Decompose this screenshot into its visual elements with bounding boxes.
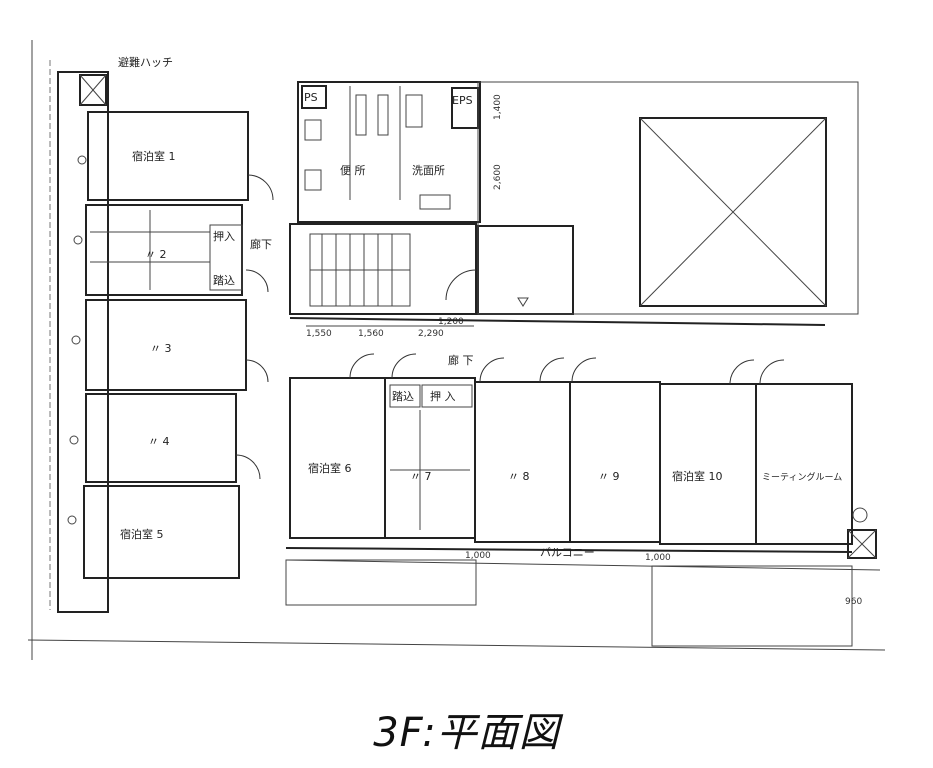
dim-1000-b: 1,000 [645,553,671,563]
corridor-label: 廊 下 [448,353,474,367]
door-arc-room-3 [245,359,269,383]
door-arc-room-8 [479,357,505,383]
room-6-label: 宿泊室 6 [308,461,352,475]
room-4-label: 〃 4 [148,435,170,448]
evacuation-hatch-east [847,529,877,559]
room-1 [87,111,249,201]
dim-2290: 2,290 [418,329,444,339]
toilet-fixture [304,169,322,191]
toilet-label: 便 所 [340,164,366,177]
room-2-label: 〃 2 [145,248,167,261]
elevator-hall [477,225,574,315]
room-3-label: 〃 3 [150,342,172,355]
hatch-cross-b [79,74,107,106]
door-arc-room-10 [729,359,755,385]
dim-1000-a: 1,000 [465,551,491,561]
toilet-washroom-block [297,81,481,223]
room-8 [474,381,571,543]
door-arc-stair [445,269,477,301]
washroom-label: 洗面所 [412,164,445,177]
floor-plan: 避難ハッチ 宿泊室 1 〃 2 〃 3 〃 4 宿泊室 5 押入 踏込 廊下 P… [27,40,886,660]
door-arc-room-9a [539,357,565,383]
balcony-lower-east [651,565,853,647]
room-8-label: 〃 8 [508,470,530,483]
dim-1550: 1,550 [306,329,332,339]
stair-hall [289,223,477,315]
ps-label: PS [304,91,318,104]
door-arc-room-4 [235,454,261,480]
oshiire-west [209,224,243,291]
oshiire-east [421,384,473,408]
meeting-room-label: ミーティングルーム [762,471,842,483]
room-9 [569,381,661,543]
atrium-void [639,117,827,307]
floor-plan-caption: 3F:平面図 [373,710,560,756]
down-arrow [517,297,529,307]
corridor-label-west: 廊下 [250,237,272,251]
fumikomi-east [389,384,421,408]
door-arc-room-1 [247,174,274,201]
fumikomi-label-1: 踏込 [213,273,235,287]
marker [73,235,83,245]
toilet-fixture [304,119,322,141]
oshiire-label-1: 押入 [213,229,235,243]
dim-960: 960 [845,597,862,607]
door-arc-room-7 [391,353,417,379]
balcony-wall [285,547,853,553]
balcony-edge [285,559,881,571]
fumikomi-label-2: 踏込 [392,389,414,403]
room-6 [289,377,386,539]
marker [67,515,77,525]
room-1-label: 宿泊室 1 [132,149,176,163]
marker [77,155,87,165]
door-arc-room-6 [349,353,375,379]
room-7-label: 〃 7 [410,470,432,483]
balcony-lower-west [285,559,477,606]
door-arc-room-2 [245,269,269,293]
west-exterior-wall [57,71,109,613]
room-5-label: 宿泊室 5 [120,527,164,541]
sink-fixture [405,94,423,128]
dim-2600: 2,600 [493,164,503,190]
evacuation-hatch [79,74,107,106]
door-arc-room-9b [571,357,597,383]
urinal-fixture [355,94,367,136]
dim-1560: 1,560 [358,329,384,339]
dim-1200: 1,200 [438,317,464,327]
room-4 [85,393,237,483]
basin-counter [419,194,451,210]
oshiire-label-2: 押 入 [430,389,456,403]
marker [71,335,81,345]
urinal-fixture [377,94,389,136]
roof-outline [477,81,859,315]
drain-symbol [852,507,868,523]
bottom-border-line [27,639,886,651]
room-9-label: 〃 9 [598,470,620,483]
room-3 [85,299,247,391]
meeting-room [755,383,853,545]
room-10 [659,383,757,545]
corridor-wall-north [289,317,826,326]
hatch-cross-east-b [847,529,877,559]
balcony-label: バルコニー [540,546,595,559]
room-10-label: 宿泊室 10 [672,469,723,483]
dim-1400: 1,400 [493,94,503,120]
door-arc-meeting [759,359,785,385]
marker [69,435,79,445]
ps-shaft [301,85,327,109]
room-5 [83,485,240,579]
void-cross-b [639,117,827,307]
hatch-label: 避難ハッチ [118,55,173,69]
eps-label: EPS [452,94,473,107]
